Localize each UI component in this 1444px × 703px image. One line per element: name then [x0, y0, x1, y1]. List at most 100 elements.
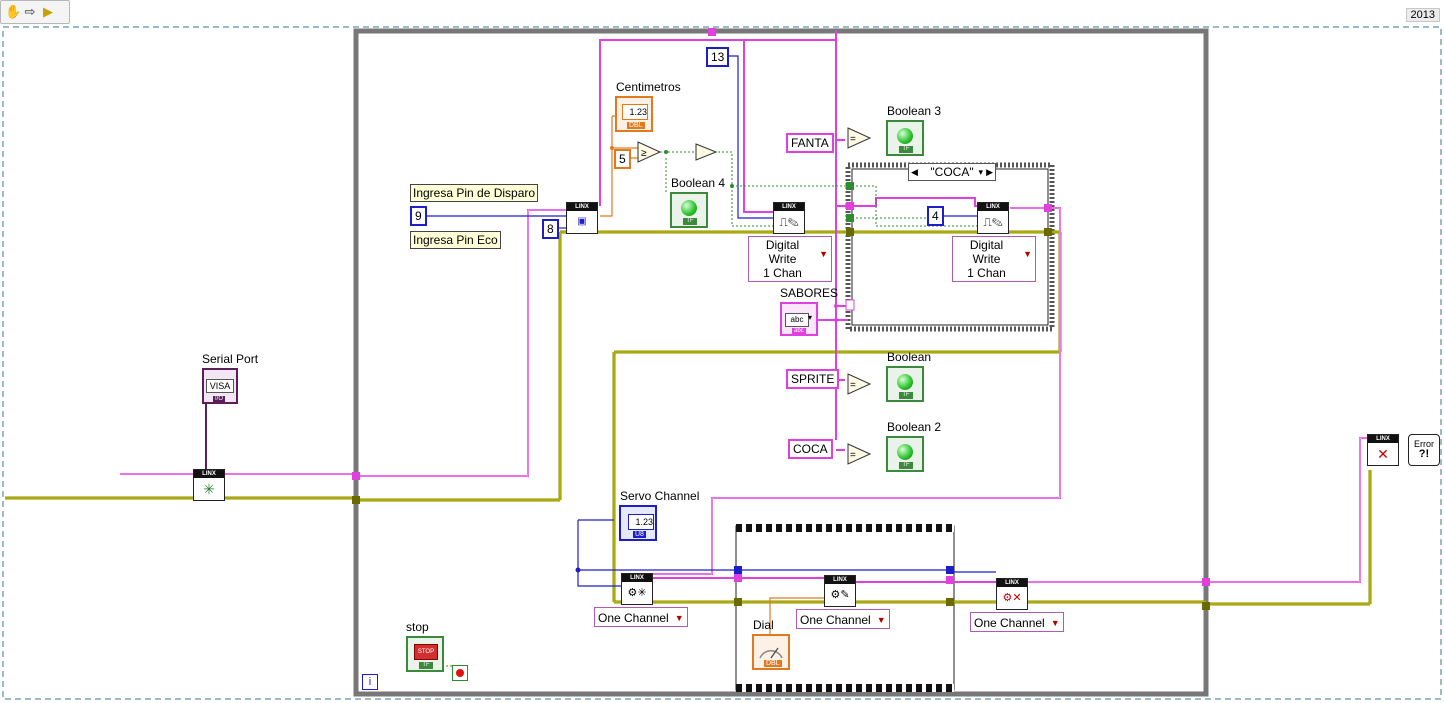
digital-write-ring-2[interactable]: Digital Write 1 Chan ▼	[952, 236, 1036, 282]
linx-close-node[interactable]: LINX ✕	[1367, 434, 1399, 466]
linx-ultrasonic-node[interactable]: LINX▣	[566, 202, 598, 234]
ring-dropdown-icon[interactable]: ▼	[674, 613, 684, 623]
ring-dropdown-icon[interactable]: ▼	[1050, 618, 1060, 628]
run-icon[interactable]: ▶	[43, 4, 53, 19]
svg-text:=: =	[850, 450, 856, 461]
case-selector[interactable]: ◀ "COCA" ▾ ▶	[908, 163, 996, 181]
svg-text:≥: ≥	[641, 148, 647, 159]
str-tag: abc	[792, 328, 806, 334]
compare-ge-node	[637, 141, 662, 163]
constant-sprite[interactable]: SPRITE	[786, 369, 840, 389]
servo-close-icon: ⚙✕	[1002, 592, 1022, 604]
tf-tag: TF	[419, 662, 433, 669]
loop-condition-icon[interactable]	[452, 665, 468, 681]
svg-text:=: =	[850, 134, 856, 145]
equal-node-fanta	[847, 127, 872, 149]
case-next-icon[interactable]: ▶	[986, 167, 993, 177]
digital-write-icon: ⎍✎	[983, 215, 1003, 229]
case-prev-icon[interactable]: ◀	[911, 167, 918, 177]
ring-dropdown-icon[interactable]: ▼	[1023, 249, 1032, 259]
linx-header: LINX	[1368, 435, 1398, 443]
linx-header: LINX	[774, 203, 804, 211]
hand-icon[interactable]: ✋	[5, 4, 22, 19]
u8-tag: U8	[633, 531, 646, 538]
case-dropdown-icon[interactable]: ▾	[978, 167, 983, 177]
digital-write-ring-1[interactable]: Digital Write 1 Chan ▼	[748, 236, 832, 282]
centimetros-indicator[interactable]: 1.23 DBL	[615, 96, 653, 132]
boolean-label: Boolean	[887, 350, 932, 364]
one-channel-ring-3[interactable]: One Channel ▼	[970, 612, 1064, 632]
linx-close-icon: ✕	[1377, 446, 1389, 462]
iteration-terminal: i	[362, 674, 378, 690]
arrow-right-icon[interactable]: ⇨	[24, 4, 36, 19]
equal-node-coca	[847, 443, 872, 465]
constant-5[interactable]: 5	[614, 149, 631, 169]
linx-servo-open-node[interactable]: LINX⚙✳	[621, 573, 653, 605]
ingresa-disparo-label: Ingresa Pin de Disparo	[410, 184, 539, 202]
one-channel-ring-1[interactable]: One Channel ▼	[594, 607, 688, 627]
ring-text: One Channel	[598, 611, 669, 625]
case-selector-value: "COCA"	[930, 165, 974, 179]
one-channel-ring-2[interactable]: One Channel ▼	[796, 609, 890, 629]
linx-open-node[interactable]: LINX ✳	[193, 469, 225, 501]
linx-open-icon: ✳	[203, 481, 215, 497]
boolean2-indicator[interactable]: TF	[886, 436, 924, 472]
dropdown-arrow-icon: ▾	[808, 313, 813, 322]
dial-label: Dial	[753, 618, 774, 632]
linx-header: LINX	[825, 576, 855, 584]
constant-fanta[interactable]: FANTA	[786, 133, 834, 153]
while-loop-frame	[353, 28, 1209, 697]
version-badge: 2013	[1405, 8, 1440, 22]
ring-line-2: 1 Chan	[763, 266, 802, 280]
boolean4-indicator[interactable]: TF	[670, 192, 708, 228]
dbl-tag: DBL	[627, 122, 645, 129]
ring-line-2: 1 Chan	[967, 266, 1006, 280]
ring-dropdown-icon[interactable]: ▼	[819, 249, 828, 259]
tf-tag: TF	[683, 218, 697, 225]
constant-9[interactable]: 9	[410, 206, 427, 226]
sequence-film-bottom	[736, 684, 954, 692]
linx-servo-write-node[interactable]: LINX ⚙✎	[824, 575, 856, 607]
boolean2-label: Boolean 2	[887, 420, 942, 434]
dbl-tag: DBL	[764, 660, 782, 667]
servo-write-icon: ⚙✎	[830, 589, 850, 601]
tf-tag: TF	[899, 392, 913, 399]
linx-header: LINX	[567, 203, 597, 211]
ring-line-1: Digital Write	[765, 238, 800, 266]
stop-button[interactable]: STOP	[414, 644, 438, 660]
serial-port-label: Serial Port	[202, 352, 259, 366]
sabores-label: SABORES	[780, 286, 839, 300]
io-tag: I/O	[213, 396, 226, 402]
visa-wire	[120, 209, 566, 477]
constant-4[interactable]: 4	[927, 206, 944, 226]
boolean3-indicator[interactable]: TF	[886, 120, 924, 156]
servo-channel-control[interactable]: 1.23 U8	[619, 505, 657, 541]
diagram-boundary	[2, 26, 1442, 700]
error-text: Error	[1414, 439, 1434, 449]
stop-control[interactable]: STOP TF	[406, 636, 444, 672]
simple-error-handler[interactable]: Error ?!	[1408, 434, 1440, 466]
ingresa-eco-label: Ingresa Pin Eco	[410, 231, 501, 249]
linx-header: LINX	[997, 579, 1027, 587]
boolean3-label: Boolean 3	[887, 104, 942, 118]
toolbar: ✋ ⇨ ▶	[0, 0, 70, 24]
tf-tag: TF	[899, 146, 913, 153]
error-q-icon: ?!	[1418, 448, 1430, 460]
ring-dropdown-icon[interactable]: ▼	[876, 615, 886, 625]
linx-servo-close-node[interactable]: LINX ⚙✕	[996, 578, 1028, 610]
boolean-indicator[interactable]: TF	[886, 366, 924, 402]
linx-header: LINX	[978, 203, 1008, 211]
constant-13[interactable]: 13	[706, 47, 730, 67]
u8-display: 1.23	[628, 514, 654, 530]
linx-digital-write-node-1[interactable]: LINX⎍✎	[773, 202, 805, 234]
linx-header: LINX	[194, 470, 224, 478]
constant-coca[interactable]: COCA	[788, 439, 833, 459]
ring-text: One Channel	[800, 613, 871, 627]
sabores-control[interactable]: abc ▾ abc	[780, 302, 818, 336]
linx-digital-write-node-2[interactable]: LINX ⎍✎	[977, 202, 1009, 234]
serial-port-control[interactable]: VISA I/O	[202, 368, 238, 404]
dial-control[interactable]: DBL	[752, 634, 790, 670]
constant-8[interactable]: 8	[542, 219, 559, 239]
equal-node-sprite	[847, 373, 872, 395]
